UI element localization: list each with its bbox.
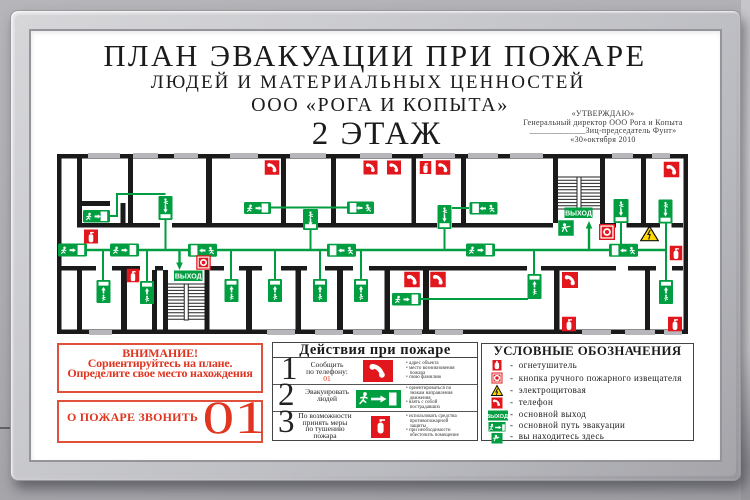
svg-text:ВЫХОД: ВЫХОД [175, 274, 202, 281]
svg-text:ВЫХОД: ВЫХОД [488, 414, 509, 420]
svg-text:ВЫХОД: ВЫХОД [565, 211, 592, 218]
